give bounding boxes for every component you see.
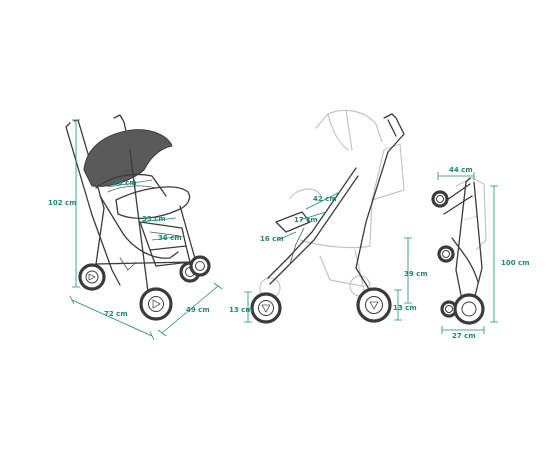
seat-width-label: 29 cm [113, 179, 137, 187]
seat-back-line [107, 185, 157, 193]
side-basket-ghost [371, 143, 405, 201]
seat-strap [149, 231, 181, 237]
folded-wheel-top [431, 190, 449, 208]
backrest-dim-line [151, 235, 185, 241]
seat-depth-dim-line [139, 217, 177, 223]
front-wheel-label: 13 cm [229, 306, 253, 314]
left-handle [65, 122, 121, 286]
side-wheel-rear [356, 287, 392, 323]
side-view-stroller [250, 109, 405, 324]
rear-leg-left [95, 207, 105, 265]
folded-lower-frame [451, 237, 479, 283]
brake-pedal [119, 257, 137, 271]
side-seat-ghost [299, 199, 373, 249]
armrest-label: 17 cm [294, 216, 318, 224]
side-footrest [275, 211, 311, 233]
side-rear-legs-ghost [319, 249, 365, 291]
folded-width-label: 27 cm [452, 332, 476, 340]
seat-height-label: 39 cm [404, 270, 428, 278]
folded-wheel-mid [437, 245, 455, 263]
seat-depth-label: 33 cm [142, 215, 166, 223]
front-view-dimensions: 102 cm 72 cm 49 cm 29 cm 33 cm 36 cm [48, 119, 223, 341]
folded-handle-right [473, 181, 483, 301]
rear-wheel-label: 13 cm [393, 304, 417, 312]
side-armrest-ghost [289, 188, 323, 199]
seat-width-dim-line [107, 179, 153, 188]
armrest-dim-line [299, 211, 327, 221]
footrest [149, 245, 191, 267]
side-main-frame-inner [269, 175, 359, 285]
side-main-frame [267, 167, 357, 279]
wheel-rear-left [78, 263, 106, 291]
footrest-label: 16 cm [260, 235, 284, 243]
lower-cross-bar [95, 261, 191, 265]
folded-stroller [431, 177, 487, 325]
folded-handle-left [455, 177, 471, 301]
side-wheel-front [250, 292, 282, 324]
front-leg-right [179, 205, 197, 263]
folded-depth-label: 44 cm [449, 166, 473, 174]
side-handle [355, 113, 405, 295]
canopy-dim-line [305, 191, 341, 210]
canopy-label: 42 cm [313, 195, 337, 203]
side-view-dimensions: 42 cm 17 cm 16 cm 39 cm 13 cm 13 cm [229, 191, 428, 323]
length-dim-line [71, 299, 153, 337]
seat-back-left [99, 195, 179, 259]
folded-height-label: 100 cm [501, 259, 530, 267]
front-view-stroller [65, 114, 211, 321]
canopy-edge [91, 169, 145, 187]
side-footrest-strut [289, 227, 305, 265]
backrest-label: 36 cm [158, 234, 182, 242]
folded-fabric-ghost [455, 177, 487, 251]
canopy [83, 129, 173, 187]
seat-back-top [95, 173, 167, 197]
folded-dimensions: 44 cm 100 cm 27 cm [437, 166, 530, 340]
footrest-dim-line [277, 231, 297, 241]
side-handle-grip [387, 119, 397, 137]
folded-wheel-bottom-right [453, 293, 485, 325]
rear-leg-right [129, 149, 149, 293]
wheel-front-right [189, 255, 211, 277]
width-label: 49 cm [186, 306, 210, 314]
side-wheel-far [259, 275, 371, 299]
wheel-rear-right [139, 287, 173, 321]
length-label: 72 cm [104, 310, 128, 318]
side-canopy-folds [327, 109, 353, 151]
width-dim-line [161, 285, 219, 334]
side-crossbar-ghost [329, 279, 363, 287]
height-label: 102 cm [48, 199, 77, 207]
bumper-bar [115, 186, 191, 220]
folded-wheel-bottom-left [440, 300, 458, 318]
